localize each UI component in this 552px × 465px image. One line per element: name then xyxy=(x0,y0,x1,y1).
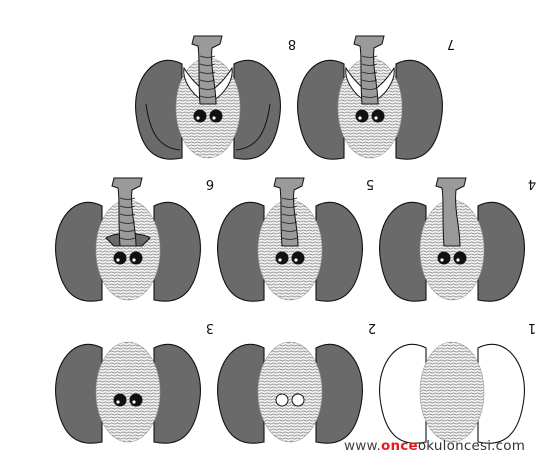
left-ear xyxy=(55,343,103,444)
eye-highlight xyxy=(278,258,282,262)
right-ear-fold xyxy=(235,103,271,151)
step-number-5: 5 xyxy=(366,176,374,191)
trunk-ring xyxy=(119,221,136,224)
left-eye xyxy=(113,393,127,407)
trunk-ring xyxy=(119,229,136,232)
left-ear xyxy=(379,343,427,444)
right-ear xyxy=(315,201,363,302)
watermark-prefix: www. xyxy=(344,438,381,454)
step-number-2: 2 xyxy=(368,320,376,335)
eye-highlight xyxy=(212,116,216,120)
left-ear xyxy=(217,201,265,302)
right-eye xyxy=(291,251,305,265)
trunk-ring xyxy=(361,95,378,98)
right-tusk xyxy=(373,66,395,101)
trunk-ring xyxy=(119,213,136,216)
eye-highlight xyxy=(116,400,120,404)
elephant-step-8 xyxy=(135,35,281,160)
left-ear-fold xyxy=(145,103,181,151)
right-ear xyxy=(315,343,363,444)
trunk-ring xyxy=(281,237,298,240)
eye-highlight xyxy=(358,116,362,120)
right-tusk xyxy=(211,66,233,101)
trunk-ring xyxy=(361,71,378,74)
trunk-ring xyxy=(281,205,298,208)
right-eye xyxy=(371,109,385,123)
site-watermark: www.onceokuloncesi.com xyxy=(344,438,544,458)
step-number-6: 6 xyxy=(206,176,214,191)
trunk-ring xyxy=(361,87,378,90)
fingerprint-face xyxy=(257,341,323,443)
right-ear xyxy=(477,343,525,444)
right-ear xyxy=(477,201,525,302)
right-eye xyxy=(453,251,467,265)
trunk-ring xyxy=(361,79,378,82)
trunk-ring xyxy=(281,197,298,200)
trunk-ring xyxy=(199,87,216,90)
trunk-ring xyxy=(199,71,216,74)
right-eye xyxy=(209,109,223,123)
step-number-1: 1 xyxy=(528,320,536,335)
elephant-step-3 xyxy=(55,341,201,444)
eye-highlight xyxy=(116,258,120,262)
elephant-step-1 xyxy=(379,341,525,444)
eye-highlight xyxy=(440,258,444,262)
elephant-step-7 xyxy=(297,35,443,160)
trunk-ring xyxy=(199,95,216,98)
left-eye xyxy=(437,251,451,265)
eye-highlight xyxy=(132,258,136,262)
left-ear xyxy=(379,201,427,302)
left-eye xyxy=(355,109,369,123)
elephant-step-4 xyxy=(379,177,525,302)
step-number-4: 4 xyxy=(528,176,536,191)
left-ear xyxy=(135,59,183,160)
left-eye xyxy=(193,109,207,123)
right-ear xyxy=(233,59,281,160)
eye-highlight xyxy=(132,400,136,404)
eye-highlight xyxy=(374,116,378,120)
eye-highlight xyxy=(456,258,460,262)
step-number-3: 3 xyxy=(206,320,214,335)
left-eye xyxy=(113,251,127,265)
right-eye xyxy=(129,393,143,407)
trunk-ring xyxy=(199,79,216,82)
left-eye xyxy=(275,251,289,265)
step-number-7: 7 xyxy=(447,36,455,51)
left-ear xyxy=(217,343,265,444)
elephant-step-5 xyxy=(217,177,363,302)
left-ear xyxy=(55,201,103,302)
fingerprint-face xyxy=(419,341,485,443)
trunk-ring xyxy=(119,197,136,200)
trunk-ring xyxy=(361,63,378,66)
trunk-ring xyxy=(281,221,298,224)
watermark-accent: once xyxy=(380,438,418,454)
right-eye xyxy=(129,251,143,265)
left-eye xyxy=(275,393,289,407)
fingerprint-face xyxy=(95,341,161,443)
trunk-ring xyxy=(281,213,298,216)
eye-highlight xyxy=(196,116,200,120)
step-number-8: 8 xyxy=(288,36,296,51)
watermark-suffix: okuloncesi.com xyxy=(417,438,526,454)
trunk-ring xyxy=(119,237,136,240)
right-ear xyxy=(153,201,201,302)
left-ear xyxy=(297,59,345,160)
right-ear xyxy=(153,343,201,444)
trunk-ring xyxy=(199,55,216,58)
trunk-ring xyxy=(361,55,378,58)
trunk-ring xyxy=(199,63,216,66)
elephant-step-2 xyxy=(217,341,363,444)
elephant-step-6 xyxy=(55,177,201,302)
trunk-ring xyxy=(281,229,298,232)
trunk xyxy=(435,177,467,247)
eye-highlight xyxy=(294,258,298,262)
right-ear xyxy=(395,59,443,160)
trunk-ring xyxy=(119,205,136,208)
right-eye xyxy=(291,393,305,407)
